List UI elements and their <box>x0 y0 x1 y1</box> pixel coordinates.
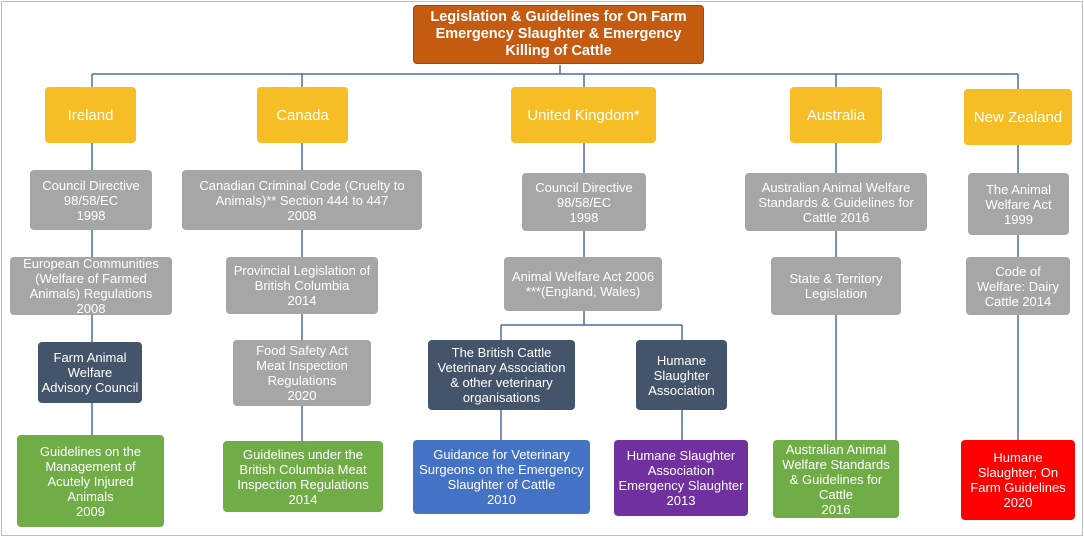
uk-hsa-guidance-text: Humane Slaughter Association Emergency S… <box>618 448 744 508</box>
nz-code-of-welfare-box: Code of Welfare: Dairy Cattle 2014 <box>966 257 1070 315</box>
nz-guidelines-text: Humane Slaughter; On Farm Guidelines 202… <box>970 450 1066 510</box>
country-label-new-zealand: New Zealand <box>973 108 1063 126</box>
canada-guidelines-box: Guidelines under the British Columbia Me… <box>223 441 383 512</box>
country-label-canada: Canada <box>276 106 329 124</box>
title-text: Legislation & Guidelines for On Farm Eme… <box>430 9 687 59</box>
canada-food-safety-act-text: Food Safety Act Meat Inspection Regulati… <box>256 343 348 403</box>
country-box-australia: Australia <box>790 87 882 143</box>
title-box: Legislation & Guidelines for On Farm Eme… <box>413 5 704 64</box>
canada-provincial-legislation-box: Provincial Legislation of British Columb… <box>226 257 378 314</box>
ireland-advisory-council-text: Farm Animal Welfare Advisory Council <box>41 350 139 395</box>
country-box-canada: Canada <box>257 87 348 143</box>
canada-guidelines-text: Guidelines under the British Columbia Me… <box>237 446 369 507</box>
country-box-ireland: Ireland <box>45 87 136 143</box>
nz-code-of-welfare-text: Code of Welfare: Dairy Cattle 2014 <box>976 263 1060 309</box>
country-label-uk: United Kingdom* <box>527 106 640 124</box>
country-label-australia: Australia <box>806 106 866 124</box>
australia-standards-text: Australian Animal Welfare Standards & Gu… <box>758 179 914 225</box>
ireland-ec-regulations-box: European Communities (Welfare of Farmed … <box>10 256 172 316</box>
australia-state-legislation-text: State & Territory Legislation <box>789 271 883 301</box>
nz-animal-welfare-act-box: The Animal Welfare Act 1999 <box>968 173 1069 235</box>
australia-standards-box: Australian Animal Welfare Standards & Gu… <box>745 173 927 231</box>
country-box-uk: United Kingdom* <box>511 87 656 143</box>
uk-bcva-text: The British Cattle Veterinary Associatio… <box>437 345 566 405</box>
canada-criminal-code-text: Canadian Criminal Code (Cruelty to Anima… <box>199 177 405 223</box>
uk-animal-welfare-act-text: Animal Welfare Act 2006 ***(England, Wal… <box>511 269 655 299</box>
uk-hsa-guidance-box: Humane Slaughter Association Emergency S… <box>614 440 748 516</box>
country-label-ireland: Ireland <box>67 106 114 124</box>
canada-criminal-code-box: Canadian Criminal Code (Cruelty to Anima… <box>182 170 422 230</box>
uk-hsa-text: Humane Slaughter Association <box>648 352 715 398</box>
uk-bcva-box: The British Cattle Veterinary Associatio… <box>428 340 575 410</box>
australia-guidelines-box: Australian Animal Welfare Standards & Gu… <box>773 440 899 518</box>
uk-veterinary-guidance-text: Guidance for Veterinary Surgeons on the … <box>419 447 584 507</box>
uk-animal-welfare-act-box: Animal Welfare Act 2006 ***(England, Wal… <box>504 257 662 311</box>
ireland-council-directive-box: Council Directive 98/58/EC 1998 <box>30 170 152 230</box>
canada-provincial-legislation-text: Provincial Legislation of British Columb… <box>233 263 371 308</box>
ireland-ec-regulations-text: European Communities (Welfare of Farmed … <box>23 256 159 316</box>
ireland-guidelines-box: Guidelines on the Management of Acutely … <box>17 435 164 527</box>
australia-guidelines-text: Australian Animal Welfare Standards & Gu… <box>782 441 890 517</box>
uk-hsa-box: Humane Slaughter Association <box>636 340 727 410</box>
uk-veterinary-guidance-box: Guidance for Veterinary Surgeons on the … <box>413 440 590 514</box>
uk-council-directive-box: Council Directive 98/58/EC 1998 <box>522 173 646 231</box>
country-box-new-zealand: New Zealand <box>964 89 1072 145</box>
ireland-advisory-council-box: Farm Animal Welfare Advisory Council <box>38 342 142 403</box>
australia-state-legislation-box: State & Territory Legislation <box>771 257 901 315</box>
canada-food-safety-act-box: Food Safety Act Meat Inspection Regulati… <box>233 340 371 406</box>
ireland-council-directive-text: Council Directive 98/58/EC 1998 <box>42 177 140 223</box>
ireland-guidelines-text: Guidelines on the Management of Acutely … <box>39 443 142 519</box>
nz-guidelines-box: Humane Slaughter; On Farm Guidelines 202… <box>961 440 1075 520</box>
nz-animal-welfare-act-text: The Animal Welfare Act 1999 <box>985 181 1052 227</box>
uk-council-directive-text: Council Directive 98/58/EC 1998 <box>535 179 633 225</box>
